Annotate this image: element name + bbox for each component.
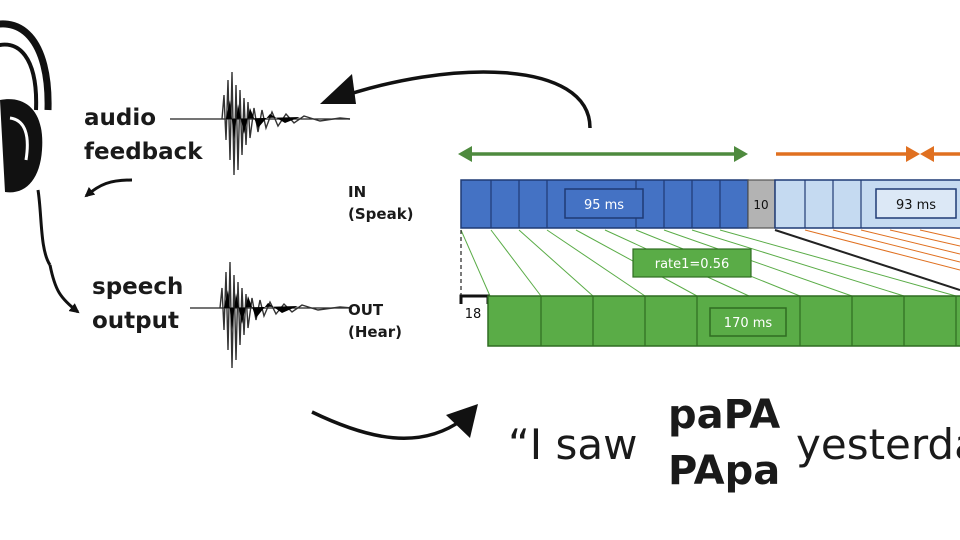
audio-feedback-label: audio feedback bbox=[84, 101, 203, 169]
bottom-curved-arrow bbox=[311, 410, 464, 440]
sentence-suffix: yesterda bbox=[796, 420, 960, 469]
top-arrowhead bbox=[320, 74, 356, 104]
in-duration-2-label: 93 ms bbox=[896, 198, 936, 213]
gap-segment bbox=[747, 179, 776, 229]
out-green-segment bbox=[487, 295, 960, 347]
headphones-icon bbox=[0, 20, 52, 266]
sentence-prefix: “I saw bbox=[508, 420, 638, 469]
audio-feedback-line2: feedback bbox=[84, 139, 203, 165]
offset-label: 18 bbox=[465, 307, 482, 322]
speech-output-line2: output bbox=[92, 308, 180, 334]
out-label-line2: (Hear) bbox=[348, 323, 402, 341]
out-duration-label: 170 ms bbox=[724, 316, 773, 331]
in-span-arrow-2 bbox=[776, 146, 960, 162]
speech-output-line1: speech bbox=[92, 274, 184, 300]
out-label-line1: OUT bbox=[348, 301, 384, 319]
in-label-line1: IN bbox=[348, 183, 367, 201]
in-span-arrow bbox=[458, 146, 748, 162]
output-arrow bbox=[48, 264, 80, 314]
sentence-option-bottom: PApa bbox=[668, 448, 781, 494]
feedback-arrow bbox=[84, 178, 133, 198]
in-label-line2: (Speak) bbox=[348, 205, 414, 223]
speech-output-label: speech output bbox=[92, 270, 183, 338]
offset-bracket bbox=[459, 294, 490, 304]
orange-mapping-lines bbox=[804, 229, 960, 271]
in-light-blue-segment bbox=[774, 179, 960, 229]
rate-box bbox=[632, 248, 752, 278]
audio-feedback-line1: audio bbox=[84, 105, 157, 131]
out-label: OUT (Hear) bbox=[348, 299, 402, 343]
in-label: IN (Speak) bbox=[348, 181, 414, 225]
gap-label: 10 bbox=[753, 198, 768, 212]
in-duration-label: 95 ms bbox=[584, 198, 624, 213]
top-curved-arrow bbox=[331, 70, 592, 129]
rate-label: rate1=0.56 bbox=[655, 257, 730, 272]
in-blue-segment bbox=[460, 179, 749, 229]
output-waveform bbox=[190, 261, 353, 369]
sentence-option-top: paPA bbox=[668, 392, 781, 438]
dark-mapping-line bbox=[774, 229, 960, 291]
feedback-waveform bbox=[170, 71, 351, 176]
bottom-arrowhead bbox=[446, 404, 478, 438]
